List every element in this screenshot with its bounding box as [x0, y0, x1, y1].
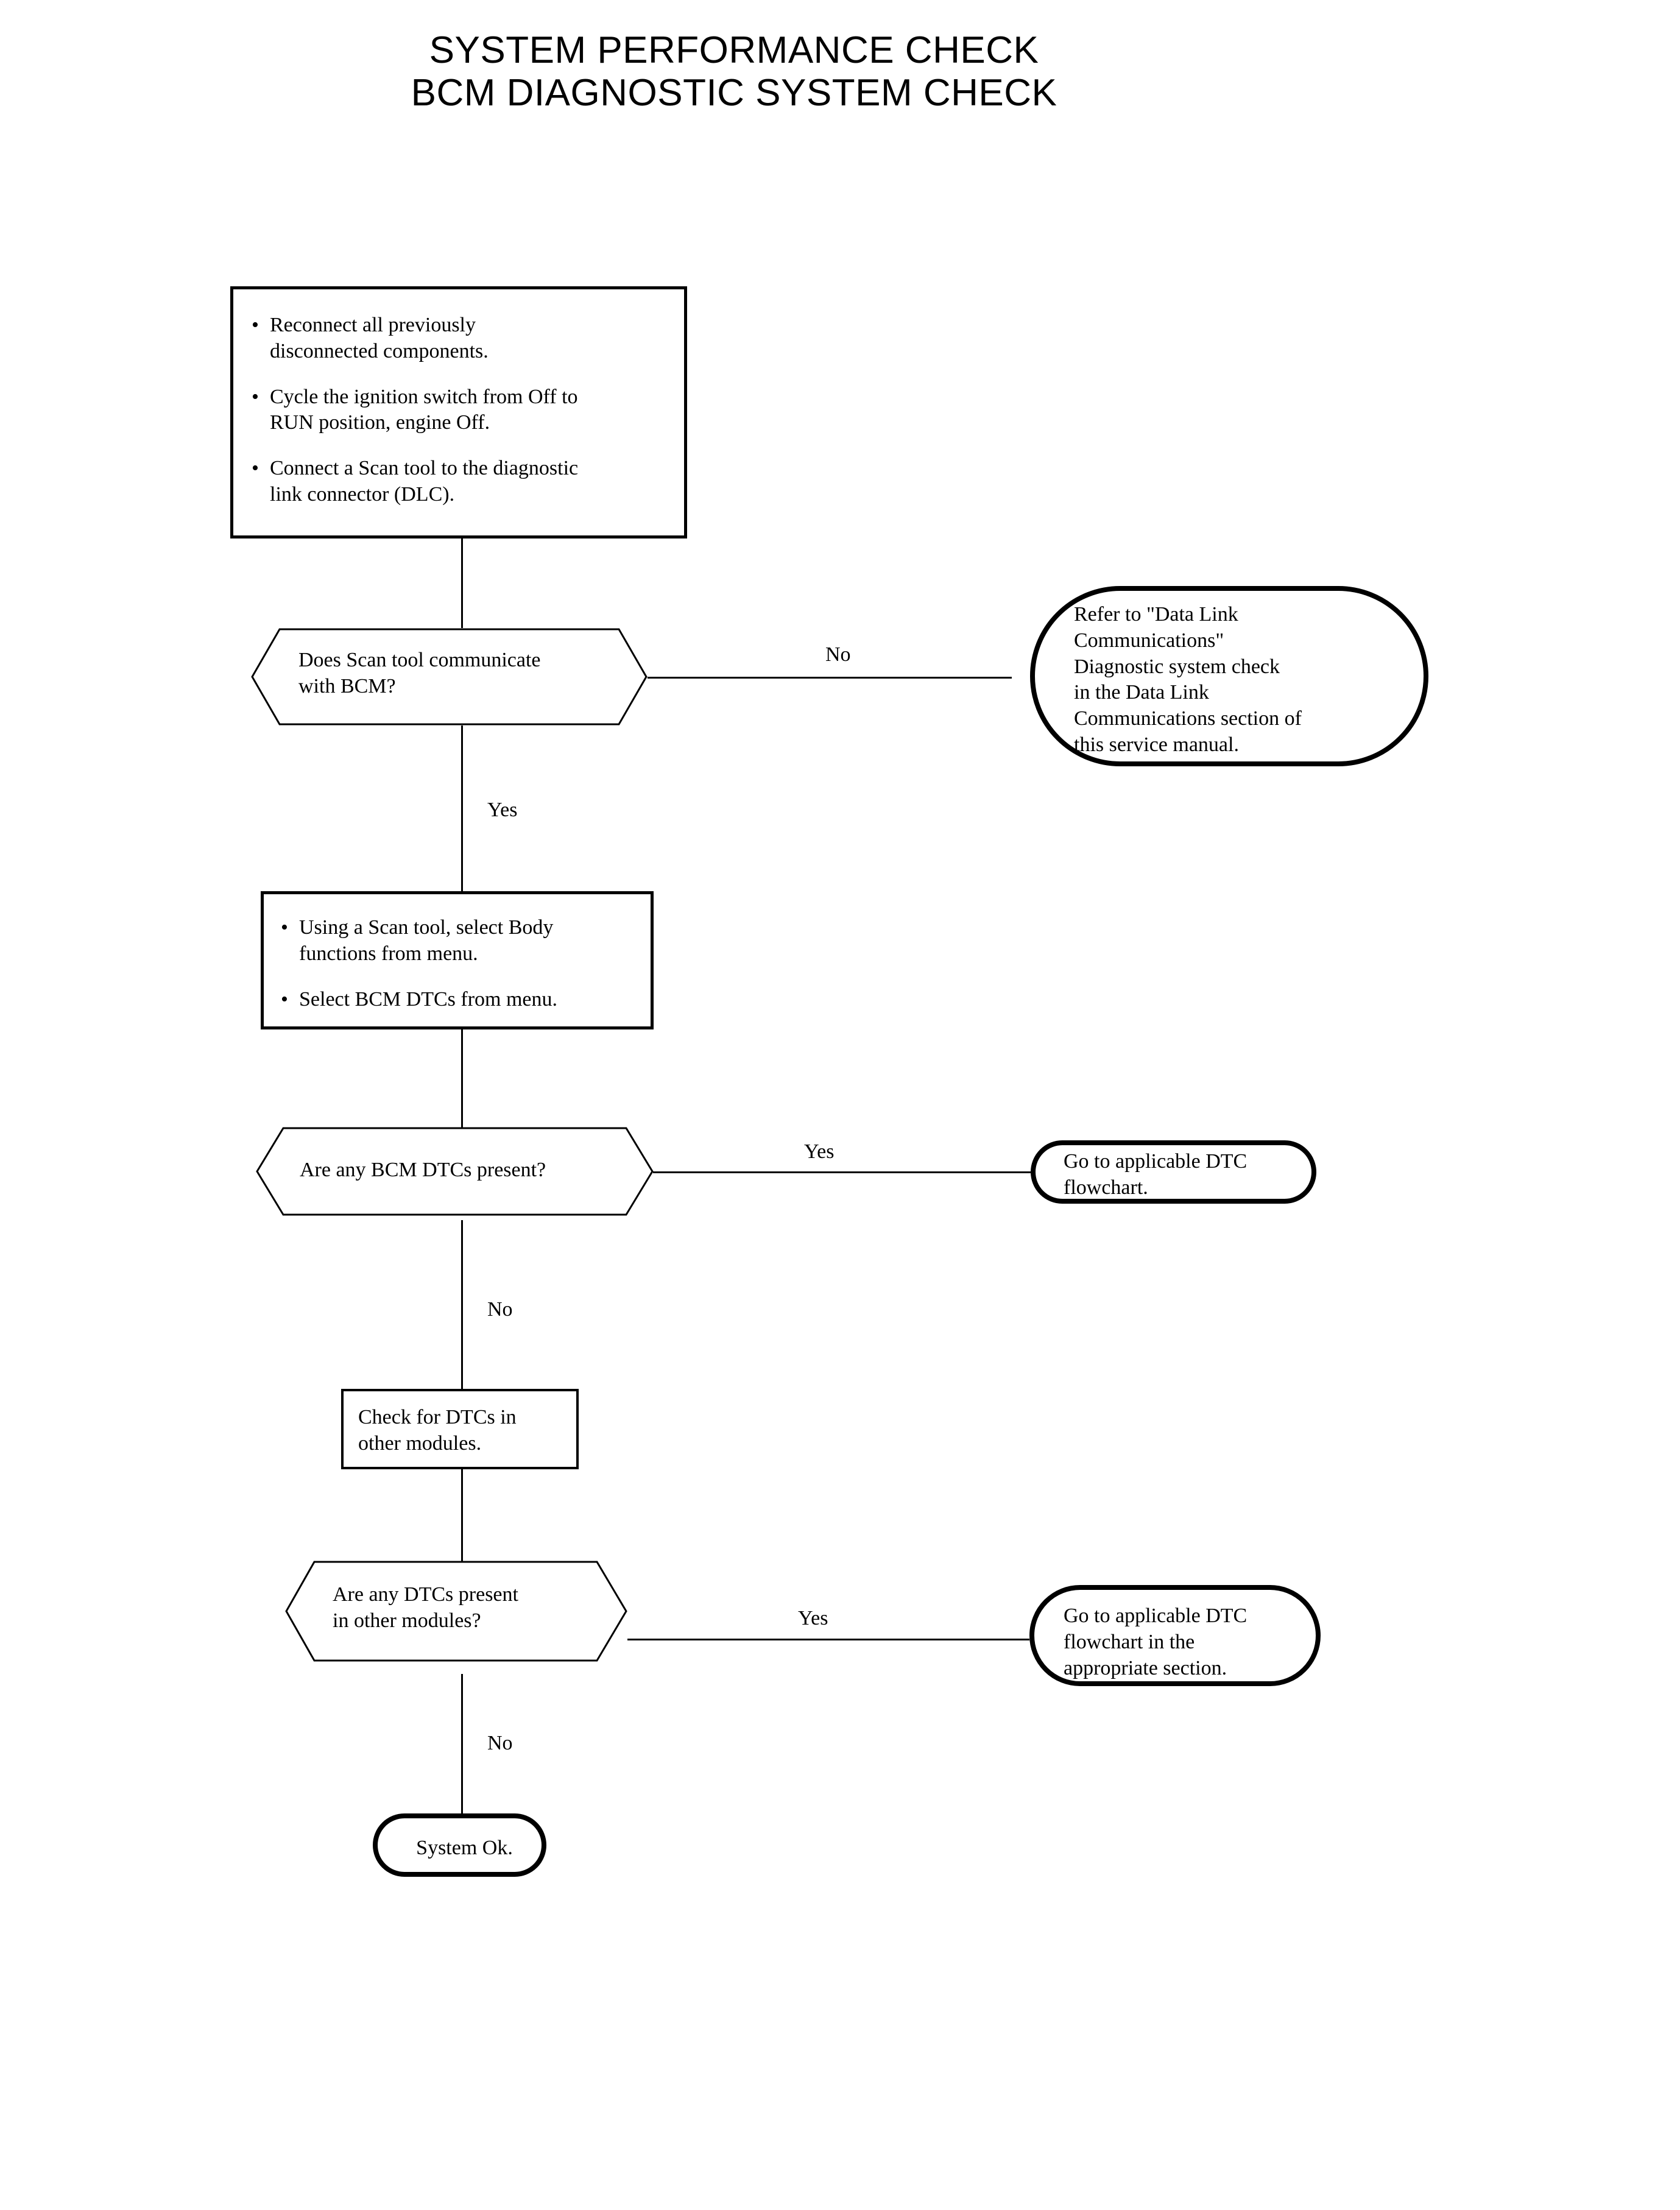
list-item: • Connect a Scan tool to the diagnostic …	[252, 456, 672, 508]
decision-label: Are any BCM DTCs present?	[300, 1159, 546, 1181]
list-item: • Select BCM DTCs from menu.	[281, 987, 646, 1013]
process-text: Check for DTCs in other modules.	[358, 1406, 517, 1455]
branch-label-decision1-no: No	[825, 643, 851, 666]
connector-decision2-yes	[653, 1171, 1031, 1173]
bullet-icon: •	[252, 385, 259, 408]
branch-label-decision3-no: No	[487, 1732, 513, 1754]
bullet-icon: •	[252, 314, 259, 336]
terminal-text: System Ok.	[416, 1837, 513, 1859]
branch-label-decision1-yes: Yes	[487, 799, 518, 821]
hexagon-shape	[285, 1561, 627, 1662]
list-item-text: Select BCM DTCs from menu.	[299, 987, 558, 1011]
process-box-select-bcm-dtcs[interactable]: • Using a Scan tool, select Body functio…	[261, 891, 654, 1029]
hexagon-shape	[256, 1127, 654, 1216]
list-item: • Cycle the ignition switch from Off to …	[252, 384, 672, 437]
bullet-icon: •	[252, 457, 259, 480]
decision-label: Does Scan tool communicate with BCM?	[298, 649, 541, 697]
terminal-go-to-dtc-flowchart-section[interactable]: Go to applicable DTC flowchart in the ap…	[1029, 1585, 1321, 1686]
page-title-line-2: BCM DIAGNOSTIC SYSTEM CHECK	[411, 72, 1057, 115]
branch-label-decision2-yes: Yes	[804, 1140, 835, 1163]
terminal-text: Go to applicable DTC flowchart in the ap…	[1064, 1605, 1248, 1679]
bullet-icon: •	[281, 916, 288, 939]
page-title: SYSTEM PERFORMANCE CHECK BCM DIAGNOSTIC …	[0, 29, 1468, 115]
list-item: • Using a Scan tool, select Body functio…	[281, 915, 646, 967]
branch-label-decision3-yes: Yes	[798, 1607, 828, 1629]
decision-any-dtcs-other-modules[interactable]: Are any DTCs present in other modules?	[285, 1561, 627, 1662]
list-item: • Reconnect all previously disconnected …	[252, 312, 672, 365]
connector-step1-to-decision1	[461, 538, 463, 628]
terminal-go-to-dtc-flowchart[interactable]: Go to applicable DTC flowchart.	[1031, 1140, 1316, 1204]
terminal-text: Refer to "Data Link Communications" Diag…	[1074, 603, 1302, 757]
terminal-system-ok[interactable]: System Ok.	[373, 1813, 546, 1877]
connector-decision1-no	[648, 677, 1012, 679]
bullet-icon: •	[281, 987, 288, 1011]
decision-label: Are any DTCs present in other modules?	[333, 1583, 518, 1632]
list-item-text: Cycle the ignition switch from Off to RU…	[270, 385, 578, 434]
connector-decision1-yes	[461, 725, 463, 891]
branch-label-decision2-no: No	[487, 1298, 513, 1321]
decision-any-bcm-dtcs-present[interactable]: Are any BCM DTCs present?	[256, 1127, 654, 1216]
bullet-list: • Reconnect all previously disconnected …	[252, 312, 672, 508]
decision-scan-tool-communicates[interactable]: Does Scan tool communicate with BCM?	[251, 628, 648, 725]
connector-decision3-yes	[627, 1639, 1029, 1640]
list-item-text: Reconnect all previously disconnected co…	[270, 314, 489, 362]
process-box-check-other-modules[interactable]: Check for DTCs in other modules.	[341, 1389, 579, 1469]
connector-step2-to-decision2	[461, 1029, 463, 1170]
connector-decision3-no	[461, 1674, 463, 1813]
connector-decision2-no	[461, 1220, 463, 1389]
hexagon-shape	[251, 628, 648, 725]
list-item-text: Connect a Scan tool to the diagnostic li…	[270, 457, 579, 506]
terminal-refer-data-link-communications[interactable]: Refer to "Data Link Communications" Diag…	[1030, 586, 1428, 766]
list-item-text: Using a Scan tool, select Body functions…	[299, 916, 554, 965]
bullet-list: • Using a Scan tool, select Body functio…	[281, 915, 646, 1012]
page-title-line-1: SYSTEM PERFORMANCE CHECK	[429, 29, 1039, 71]
process-box-initial-setup[interactable]: • Reconnect all previously disconnected …	[230, 286, 687, 538]
terminal-text: Go to applicable DTC flowchart.	[1064, 1150, 1248, 1199]
connector-step3-to-decision3	[461, 1469, 463, 1616]
